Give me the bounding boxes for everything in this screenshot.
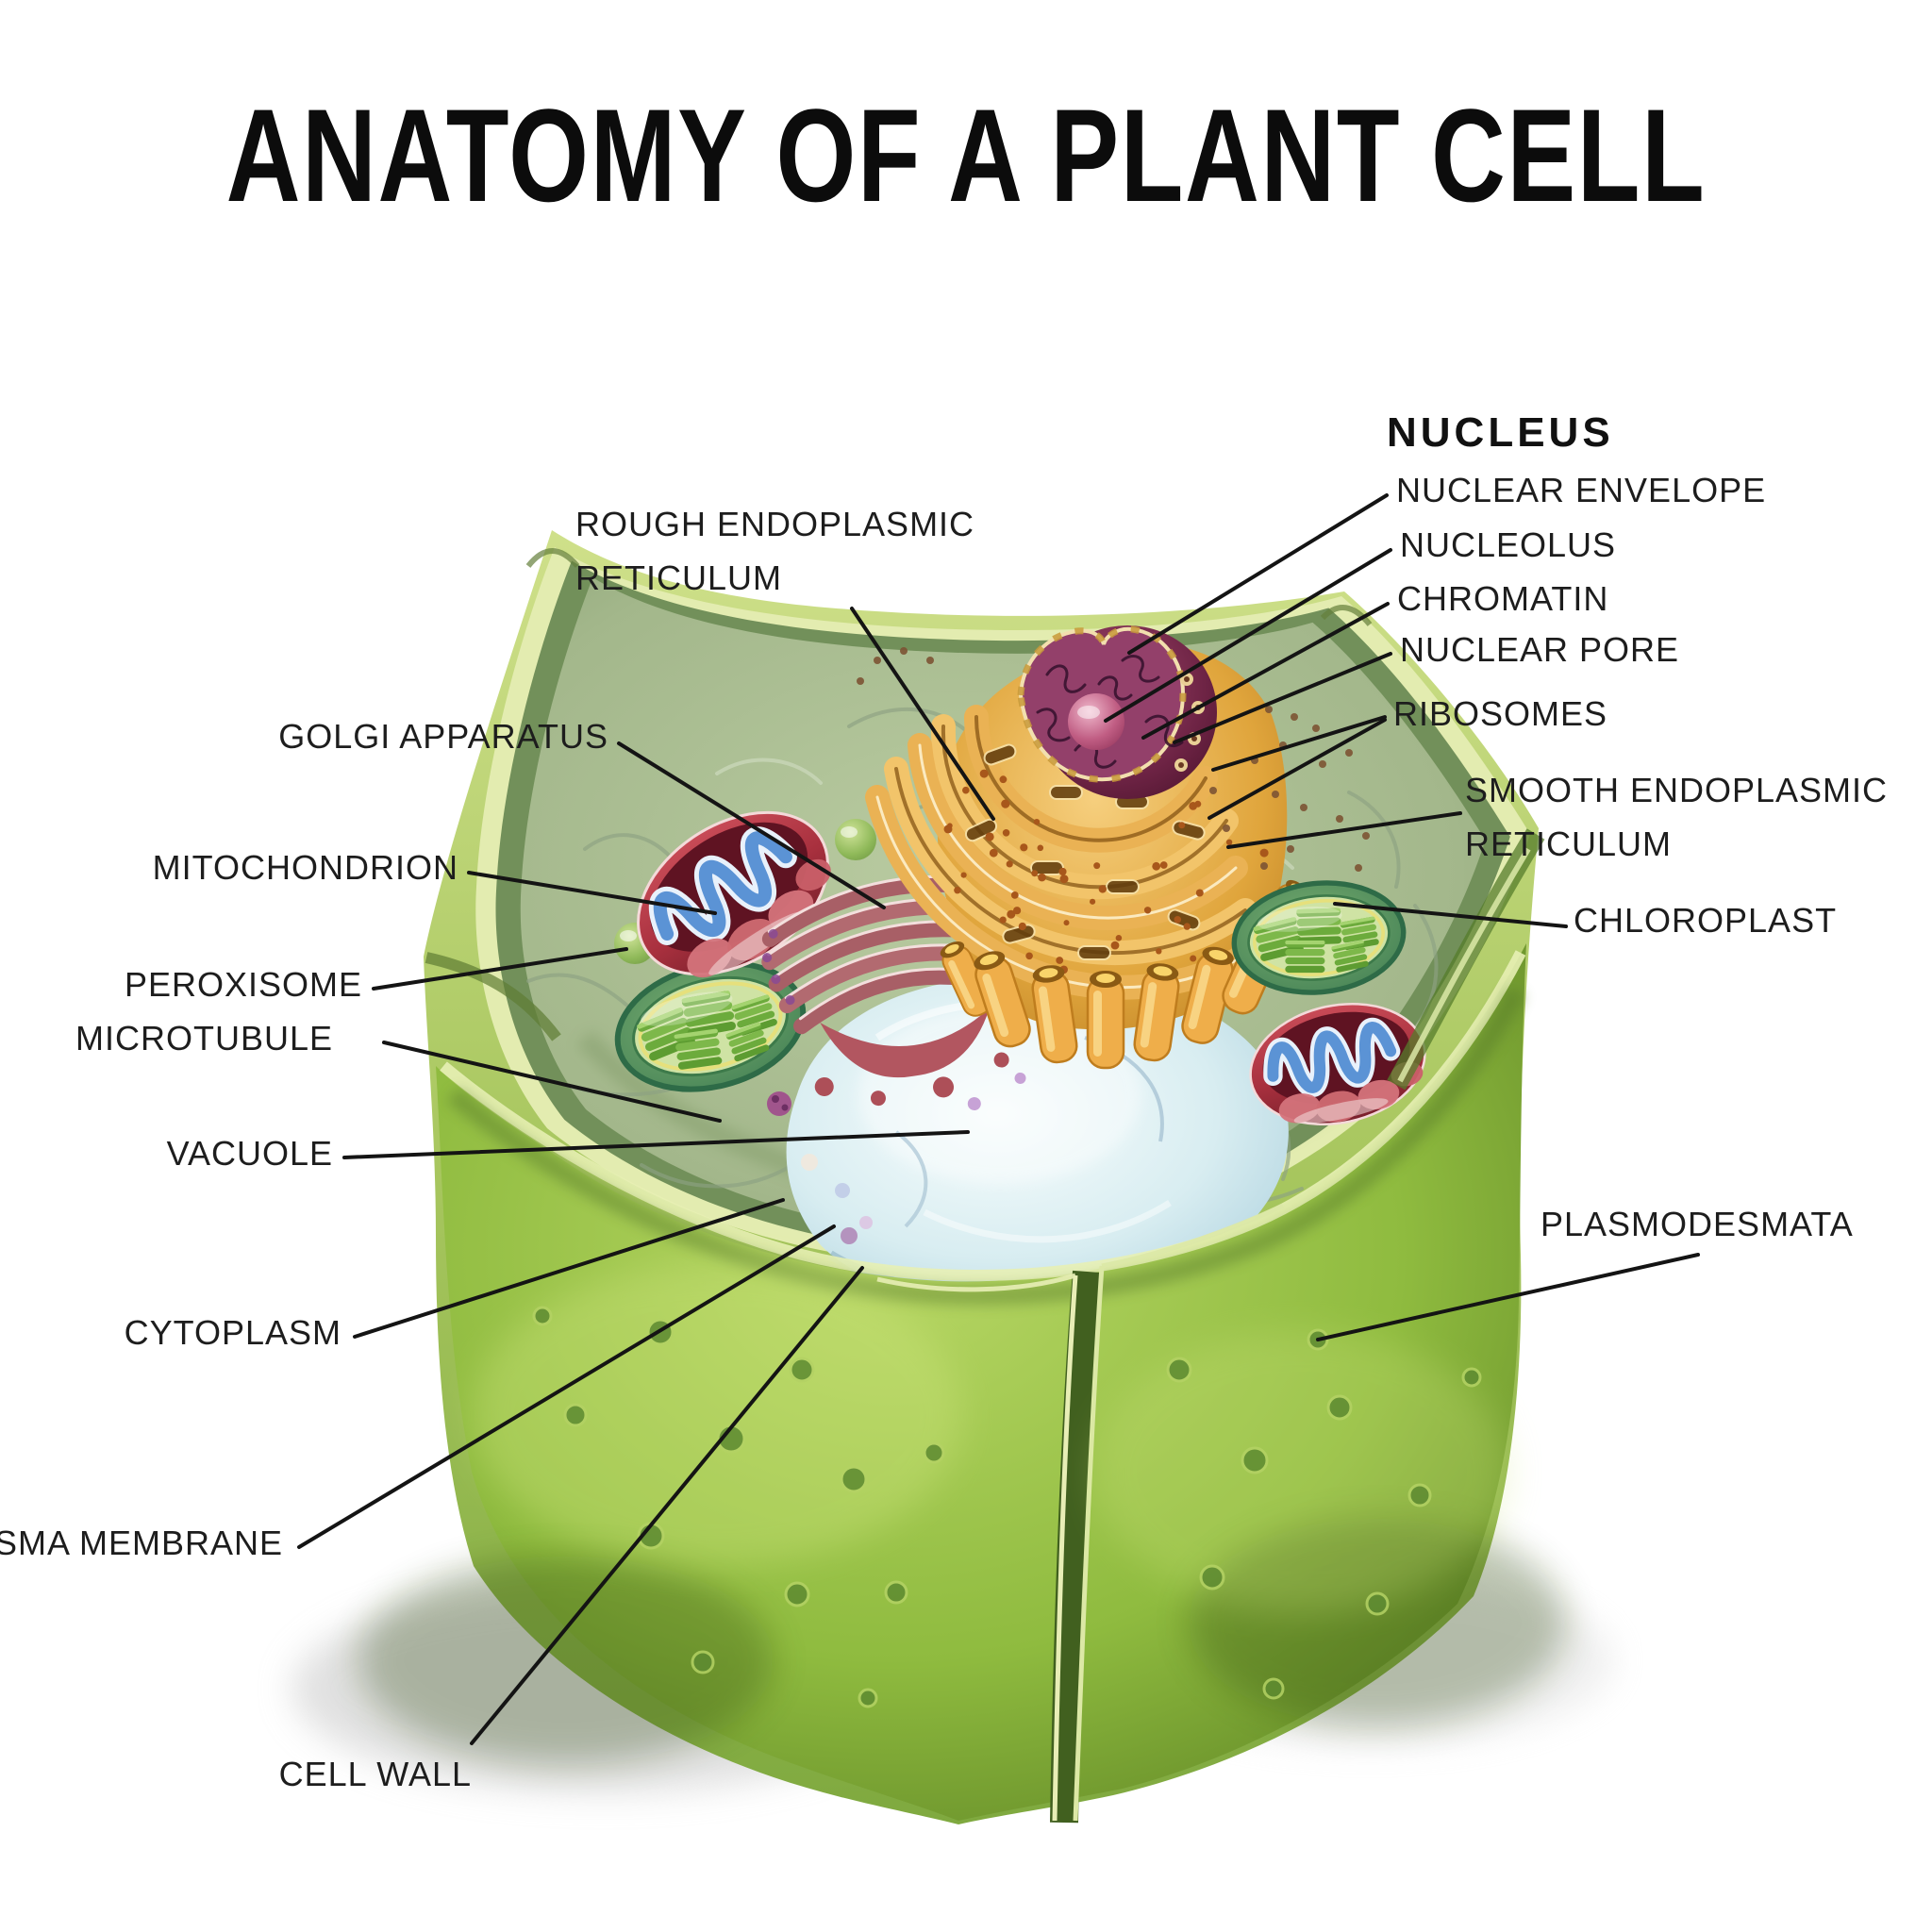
cell-junction-seam (876, 1203, 1285, 1824)
leader-nucleolus (1104, 548, 1392, 723)
front-face (358, 548, 1566, 1824)
label-vacuole-line-0: VACUOLE (166, 1134, 333, 1173)
label-smooth-endoplasmic-reticulum-line-0: SMOOTH ENDOPLASMIC (1465, 771, 1889, 809)
ribosomes-dots (857, 647, 1370, 872)
leader-cytoplasm (353, 1198, 785, 1339)
label-peroxisome-line-0: PEROXISOME (124, 965, 362, 1004)
leader-ribosomes-1 (1208, 718, 1387, 820)
leader-rough-endoplasmic-reticulum (850, 607, 995, 821)
label-rough-endoplasmic-reticulum: ROUGH ENDOPLASMIC RETICULUM (575, 497, 974, 605)
label-mitochondrion: MITOCHONDRION (153, 841, 458, 894)
label-plasma-membrane: PLASMA MEMBRANE (0, 1516, 283, 1570)
leader-microtubule (382, 1041, 722, 1123)
label-nucleolus-line-0: NUCLEOLUS (1400, 525, 1617, 564)
leader-nuclear-envelope (1127, 493, 1389, 655)
label-nuclear-pore-line-0: NUCLEAR PORE (1400, 630, 1680, 669)
label-golgi-apparatus-line-0: GOLGI APPARATUS (278, 717, 608, 756)
label-microtubule: MICROTUBULE (75, 1011, 333, 1065)
label-microtubule-line-0: MICROTUBULE (75, 1019, 333, 1058)
label-smooth-endoplasmic-reticulum-line-1: RETICULUM (1465, 824, 1673, 863)
leader-mitochondrion (467, 871, 717, 915)
label-chromatin: CHROMATIN (1397, 572, 1608, 625)
label-ribosomes-line-0: RIBOSOMES (1393, 694, 1608, 733)
label-nucleus: NUCLEUS (1387, 406, 1614, 459)
leader-plasma-membrane (297, 1224, 836, 1549)
leader-plasmodesmata (1316, 1253, 1700, 1341)
label-cell-wall: CELL WALL (279, 1747, 472, 1801)
leader-vacuole (342, 1130, 970, 1159)
label-cell-wall-line-0: CELL WALL (278, 1755, 472, 1793)
leader-nuclear-pore (1173, 652, 1392, 744)
leader-smooth-endoplasmic-reticulum (1226, 811, 1462, 849)
label-chloroplast: CHLOROPLAST (1574, 893, 1837, 947)
label-smooth-endoplasmic-reticulum: SMOOTH ENDOPLASMIC RETICULUM (1465, 763, 1888, 871)
plasmodesmata-pores (532, 1306, 1482, 1708)
vesicles (767, 1091, 873, 1244)
label-nucleolus: NUCLEOLUS (1400, 518, 1616, 572)
leader-golgi-apparatus (617, 741, 886, 909)
label-peroxisome: PEROXISOME (125, 958, 362, 1011)
label-chromatin-line-0: CHROMATIN (1397, 579, 1609, 618)
leader-chloroplast (1333, 902, 1568, 928)
label-nuclear-envelope: NUCLEAR ENVELOPE (1396, 463, 1766, 517)
leader-chromatin (1141, 602, 1390, 740)
label-nuclear-envelope-line-0: NUCLEAR ENVELOPE (1396, 471, 1767, 509)
leader-peroxisome (372, 947, 628, 991)
page-title: ANATOMY OF A PLANT CELL (225, 81, 1707, 229)
label-nuclear-pore: NUCLEAR PORE (1400, 623, 1679, 676)
label-cytoplasm: CYTOPLASM (125, 1306, 341, 1359)
label-plasmodesmata-line-0: PLASMODESMATA (1541, 1205, 1854, 1243)
nucleus (1017, 625, 1217, 799)
label-nucleus-line-0: NUCLEUS (1387, 409, 1614, 456)
label-ribosomes: RIBOSOMES (1393, 687, 1607, 741)
label-plasma-membrane-line-0: PLASMA MEMBRANE (0, 1524, 283, 1562)
label-vacuole: VACUOLE (167, 1126, 333, 1180)
label-plasmodesmata: PLASMODESMATA (1541, 1197, 1854, 1251)
label-mitochondrion-line-0: MITOCHONDRION (152, 848, 458, 887)
leader-cell-wall (470, 1266, 864, 1745)
label-rough-endoplasmic-reticulum-line-1: RETICULUM (575, 558, 783, 597)
label-rough-endoplasmic-reticulum-line-0: ROUGH ENDOPLASMIC (575, 505, 975, 543)
label-cytoplasm-line-0: CYTOPLASM (124, 1313, 341, 1352)
plasma-membrane (440, 950, 1526, 1282)
label-golgi-apparatus: GOLGI APPARATUS (278, 709, 608, 763)
leader-ribosomes (1211, 715, 1387, 772)
label-chloroplast-line-0: CHLOROPLAST (1574, 901, 1838, 940)
